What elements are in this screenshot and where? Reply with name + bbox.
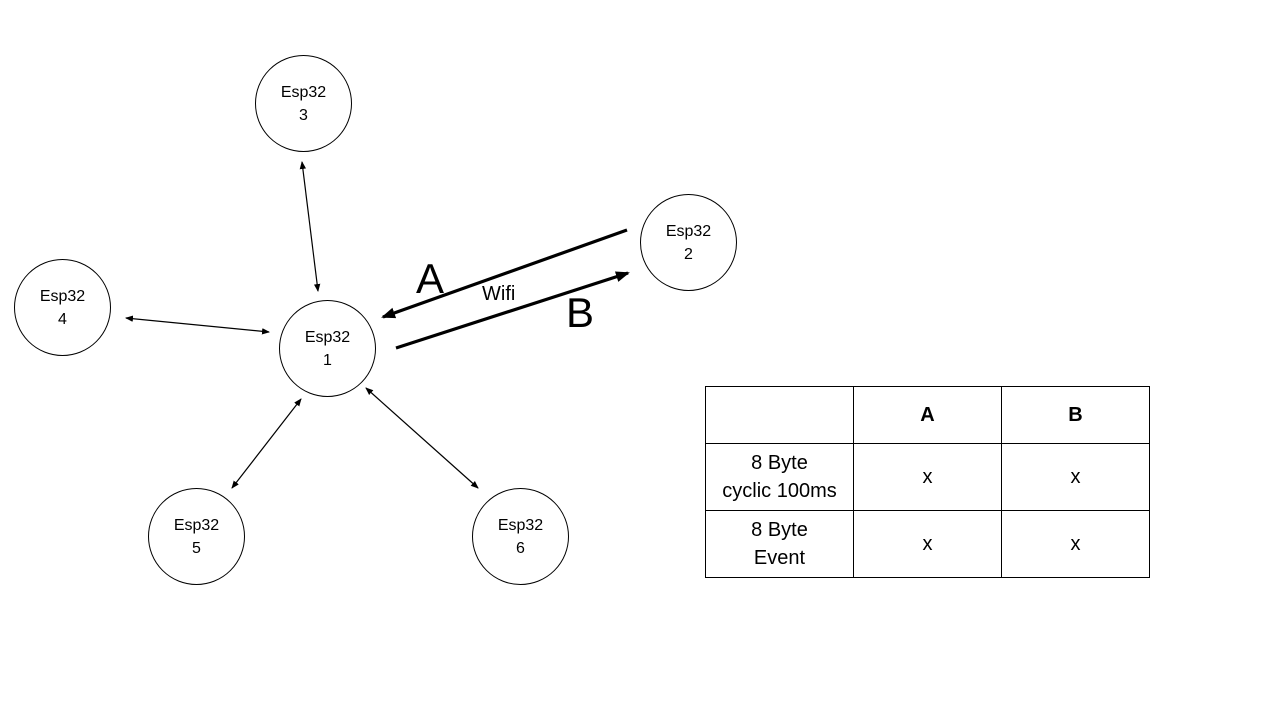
table-row: 8 Byte Event x x <box>705 510 1150 578</box>
table-row-label: 8 Byte cyclic 100ms <box>705 443 854 511</box>
node-name: Esp32 <box>665 222 712 240</box>
link-1-5 <box>231 398 302 489</box>
node-number: 5 <box>192 539 201 557</box>
table-header-empty <box>705 386 854 444</box>
link-1-3 <box>299 161 321 292</box>
row-label-line2: cyclic 100ms <box>722 480 837 502</box>
link-1-4 <box>125 315 270 335</box>
table-cell-b: x <box>1001 510 1150 578</box>
message-table: A B 8 Byte cyclic 100ms x x 8 Byte Event… <box>705 386 1150 578</box>
link-1-6 <box>365 387 479 489</box>
node-number: 3 <box>299 106 308 124</box>
node-number: 1 <box>323 351 332 369</box>
row-label-line1: 8 Byte <box>751 519 808 541</box>
node-esp32-6: Esp32 6 <box>472 488 569 585</box>
table-cell-a: x <box>853 443 1002 511</box>
node-name: Esp32 <box>39 287 86 305</box>
node-esp32-4: Esp32 4 <box>14 259 111 356</box>
node-name: Esp32 <box>497 516 544 534</box>
link-a-label: A <box>416 255 445 302</box>
table-header-a: A <box>853 386 1002 444</box>
table-cell-a: x <box>853 510 1002 578</box>
node-number: 4 <box>58 310 67 328</box>
node-esp32-1: Esp32 1 <box>279 300 376 397</box>
table-header-row: A B <box>705 386 1150 444</box>
row-label-line2: Event <box>753 547 806 569</box>
table-row-label: 8 Byte Event <box>705 510 854 578</box>
node-esp32-5: Esp32 5 <box>148 488 245 585</box>
node-name: Esp32 <box>280 83 327 101</box>
node-esp32-2: Esp32 2 <box>640 194 737 291</box>
wifi-label: Wifi <box>482 283 516 305</box>
node-name: Esp32 <box>173 516 220 534</box>
node-name: Esp32 <box>304 328 351 346</box>
table-row: 8 Byte cyclic 100ms x x <box>705 443 1150 511</box>
node-number: 6 <box>516 539 525 557</box>
link-b-arrow <box>395 271 630 350</box>
row-label-line1: 8 Byte <box>751 452 808 474</box>
node-esp32-3: Esp32 3 <box>255 55 352 152</box>
link-a-arrow <box>381 228 628 319</box>
node-number: 2 <box>684 245 693 263</box>
table-cell-b: x <box>1001 443 1150 511</box>
link-b-label: B <box>566 289 595 336</box>
table-header-b: B <box>1001 386 1150 444</box>
